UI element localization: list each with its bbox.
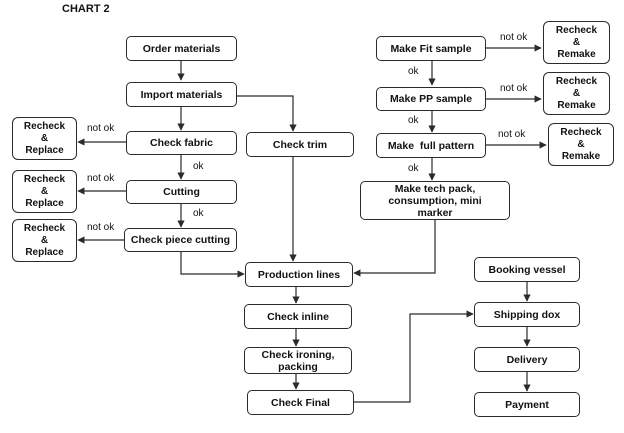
not-ok-label-pattern: not ok — [498, 129, 526, 140]
check-trim-label: Check trim — [272, 138, 328, 151]
check-inline-label: Check inline — [267, 310, 329, 323]
tech-pack-line-2: consumption, mini — [388, 194, 482, 207]
make-fit-sample-box: Make Fit sample — [376, 36, 486, 61]
ampersand-text: & — [40, 132, 49, 144]
ok-label-fabric: ok — [193, 161, 204, 172]
replace-text: Replace — [25, 246, 64, 258]
make-fit-sample-label: Make Fit sample — [390, 42, 472, 55]
check-final-box: Check Final — [247, 390, 354, 415]
replace-text: Replace — [25, 197, 64, 209]
make-pp-sample-label: Make PP sample — [389, 93, 473, 105]
not-ok-label-piece: not ok — [87, 222, 115, 233]
check-ironing-line-2: packing — [278, 360, 318, 373]
recheck-text: Recheck — [555, 75, 598, 87]
arrow-final-to-shipping — [354, 310, 474, 403]
arrow-piece-to-production — [180, 252, 245, 278]
ampersand-text: & — [40, 185, 49, 197]
ok-label-fit: ok — [408, 66, 419, 77]
check-fabric-label: Check fabric — [149, 137, 214, 149]
recheck-text: Recheck — [555, 24, 598, 36]
not-ok-label-fit: not ok — [500, 32, 528, 43]
ok-label-pp: ok — [408, 115, 419, 126]
payment-label: Payment — [505, 398, 549, 411]
recheck-replace-box-2: Recheck & Replace — [12, 170, 77, 213]
arrow-techpack-to-production — [353, 220, 436, 277]
order-materials-label: Order materials — [142, 42, 221, 55]
recheck-text: Recheck — [23, 120, 66, 132]
remake-text: Remake — [561, 150, 601, 162]
recheck-text: Recheck — [560, 126, 602, 138]
ampersand-text: & — [577, 138, 585, 150]
check-ironing-packing-box: Check ironing, packing — [244, 347, 352, 374]
production-lines-label: Production lines — [257, 268, 341, 281]
payment-box: Payment — [474, 392, 580, 417]
not-ok-label-pp: not ok — [500, 83, 528, 94]
production-lines-box: Production lines — [245, 262, 353, 287]
make-full-pattern-box: Make full pattern — [376, 133, 486, 158]
ok-label-pattern: ok — [408, 163, 419, 174]
remake-text: Remake — [557, 48, 596, 60]
ok-label-cutting: ok — [193, 208, 204, 219]
tech-pack-line-3: marker — [417, 206, 453, 219]
replace-text: Replace — [25, 144, 64, 156]
not-ok-label-fabric: not ok — [87, 123, 115, 134]
recheck-text: Recheck — [23, 222, 66, 234]
booking-vessel-label: Booking vessel — [488, 263, 566, 276]
delivery-label: Delivery — [506, 353, 548, 366]
recheck-replace-box-3: Recheck & Replace — [12, 219, 77, 262]
booking-vessel-box: Booking vessel — [474, 257, 580, 282]
shipping-dox-label: Shipping dox — [493, 308, 561, 321]
import-materials-label: Import materials — [140, 88, 223, 101]
recheck-text: Recheck — [23, 173, 66, 185]
ampersand-text: & — [572, 36, 581, 48]
check-trim-box: Check trim — [246, 132, 354, 157]
check-ironing-line-1: Check ironing, — [261, 348, 335, 361]
recheck-remake-box-3: Recheck & Remake — [548, 123, 614, 166]
recheck-replace-box-1: Recheck & Replace — [12, 117, 77, 160]
cutting-label: Cutting — [163, 186, 200, 198]
remake-text: Remake — [557, 99, 596, 111]
check-piece-cutting-label: Check piece cutting — [130, 234, 231, 246]
check-piece-cutting-box: Check piece cutting — [124, 228, 237, 252]
check-fabric-box: Check fabric — [126, 131, 237, 155]
recheck-remake-box-2: Recheck & Remake — [543, 72, 610, 115]
delivery-box: Delivery — [474, 347, 580, 372]
arrow-import-to-trim — [237, 95, 297, 132]
make-full-pattern-label: Make full pattern — [387, 139, 475, 152]
ampersand-text: & — [572, 87, 581, 99]
recheck-remake-box-1: Recheck & Remake — [543, 21, 610, 64]
shipping-dox-box: Shipping dox — [474, 302, 580, 327]
chart-title: CHART 2 — [62, 3, 110, 15]
not-ok-label-cutting: not ok — [87, 173, 115, 184]
check-final-label: Check Final — [271, 396, 330, 409]
cutting-box: Cutting — [126, 180, 237, 204]
import-materials-box: Import materials — [126, 82, 237, 107]
make-pp-sample-box: Make PP sample — [376, 87, 486, 111]
ampersand-text: & — [40, 234, 49, 246]
check-inline-box: Check inline — [244, 304, 352, 329]
tech-pack-line-1: Make tech pack, — [394, 182, 476, 195]
order-materials-box: Order materials — [126, 36, 237, 61]
make-tech-pack-box: Make tech pack, consumption, mini marker — [360, 181, 510, 220]
